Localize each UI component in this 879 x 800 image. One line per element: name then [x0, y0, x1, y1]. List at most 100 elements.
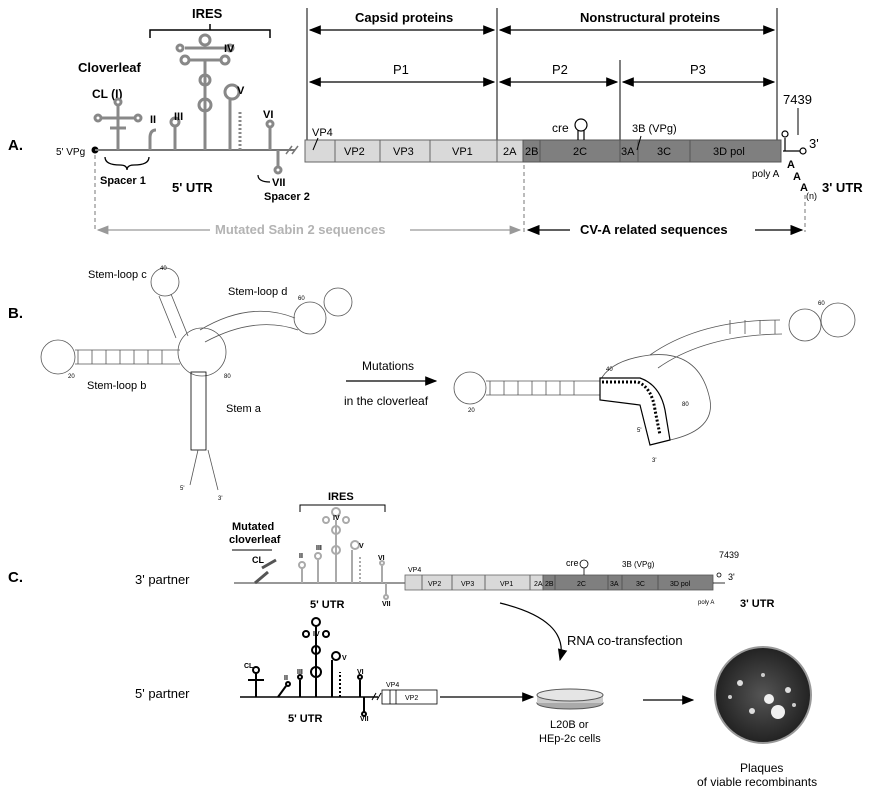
c-polya: poly A [698, 600, 714, 606]
panel-c-label: C. [8, 569, 23, 586]
c-2c: 2C [577, 581, 586, 588]
ires-bracket [149, 24, 271, 38]
3a-label: 3A [621, 146, 635, 158]
panel-b: B. Stem-loop c Stem-loop d Stem-loop [8, 266, 856, 502]
vpg-label: 5' VPg [56, 147, 85, 158]
polya-label: poly A [752, 169, 780, 180]
c-vp3: VP3 [461, 581, 474, 588]
c-3a: 3A [610, 581, 619, 588]
three-prime-label: 3' [809, 136, 819, 151]
p5-vp2: VP2 [405, 695, 418, 702]
panel-b-label: B. [8, 305, 23, 322]
mut-nt-60: 60 [818, 301, 825, 307]
ires-label: IRES [192, 6, 223, 21]
polya-a1: A [787, 159, 795, 171]
rna-cotransfection-label: RNA co-transfection [567, 633, 683, 648]
stem-a-label: Stem a [226, 403, 262, 415]
vp4-label: VP4 [312, 127, 333, 139]
cloverleaf-structure [93, 97, 143, 150]
3b-vpg-label: 3B (VPg) [632, 123, 677, 135]
c-vp4: VP4 [408, 567, 421, 574]
2c-label: 2C [573, 146, 587, 158]
c-ii: II [299, 553, 303, 560]
3d-label: 3D pol [713, 146, 745, 158]
cl-label: CL (I) [92, 87, 122, 101]
p5-vii: VII [360, 716, 369, 723]
utr3-structure [781, 130, 807, 155]
vp3-label: VP3 [393, 146, 414, 158]
mutated-cloverleaf-l1: Mutated [232, 521, 274, 533]
five-prime: 5' [180, 486, 184, 492]
mutated-cloverleaf-l2: cloverleaf [229, 534, 281, 546]
stem-ii-label: II [150, 114, 156, 126]
nonstructural-label: Nonstructural proteins [580, 10, 720, 25]
nt-20: 20 [68, 374, 75, 380]
mutations-label: Mutations [362, 359, 414, 373]
c-vii: VII [382, 601, 391, 608]
polya-a2: A [793, 171, 801, 183]
nt-80: 80 [224, 374, 231, 380]
p5-vi: VI [357, 669, 364, 676]
ires-label-3p: IRES [328, 491, 354, 503]
arrow-3p-to-dish [499, 602, 568, 662]
c-vi: VI [378, 555, 385, 562]
p5-iv: IV [313, 631, 320, 638]
stem-v-label: V [237, 85, 245, 97]
c-3c: 3C [636, 581, 645, 588]
mut-nt-40: 40 [606, 367, 613, 373]
p5-v: V [342, 655, 347, 662]
partner-5-genome: CL II III IV V VI VII 5' UTR VP4 VP2 [240, 617, 438, 725]
panel-a: A. IRES Capsid proteins Nonstructural pr… [8, 6, 863, 240]
p1-label: P1 [393, 62, 409, 77]
polyprotein-boxes [304, 139, 782, 163]
cloverleaf-mutated [453, 302, 856, 441]
mut-five-prime: 5' [637, 428, 641, 434]
cells-label-2: HEp-2c cells [539, 733, 601, 745]
utr3-label: 3' UTR [822, 180, 863, 195]
vp2-label: VP2 [344, 146, 365, 158]
cell-culture-dish [536, 688, 604, 710]
stem-iii-label: III [174, 111, 183, 123]
capsid-label: Capsid proteins [355, 10, 453, 25]
plaques-label-2: of viable recombinants [697, 775, 817, 789]
stem-iv-label: IV [224, 43, 235, 55]
stem-vi-label: VI [263, 109, 273, 121]
nt-60: 60 [298, 296, 305, 302]
p5-iii: III [297, 669, 303, 676]
c-cre: cre [566, 558, 579, 568]
c-7439: 7439 [719, 550, 739, 560]
mutated-box [599, 377, 671, 446]
vp1-label: VP1 [452, 146, 473, 158]
c-2a: 2A [534, 581, 543, 588]
utr-stem-loops [148, 33, 283, 175]
c-3prime: 3' [728, 572, 735, 582]
mutated-sabin-label: Mutated Sabin 2 sequences [215, 222, 386, 237]
cloverleaf-title: Cloverleaf [78, 60, 142, 75]
partner-3-label: 3' partner [135, 572, 190, 587]
p5-ii: II [284, 675, 288, 682]
c-iii: III [316, 545, 322, 552]
panel-a-label: A. [8, 137, 23, 154]
cre-label: cre [552, 121, 569, 135]
p5-utr5: 5' UTR [288, 713, 322, 725]
c-vp2: VP2 [428, 581, 441, 588]
stem-loop-b-label: Stem-loop b [87, 380, 146, 392]
spacer2-label: Spacer 2 [264, 191, 310, 203]
plaque-plate [714, 646, 812, 744]
three-prime: 3' [218, 496, 222, 502]
cells-label-1: L20B or [550, 719, 589, 731]
p2-label: P2 [552, 62, 568, 77]
c-utr5-3p: 5' UTR [310, 599, 344, 611]
mut-nt-20: 20 [468, 408, 475, 414]
spacer1-label: Spacer 1 [100, 175, 146, 187]
cl-label-3p: CL [252, 555, 264, 565]
plaques-label-1: Plaques [740, 761, 783, 775]
stem-loop-d-label: Stem-loop d [228, 286, 287, 298]
cva-label: CV-A related sequences [580, 222, 728, 237]
p5-vp4: VP4 [386, 682, 399, 689]
polya-a3: A [800, 182, 808, 194]
3c-label: 3C [657, 146, 671, 158]
c-2b: 2B [545, 581, 554, 588]
nt-7439-label: 7439 [783, 92, 812, 107]
partner-5-label: 5' partner [135, 686, 190, 701]
